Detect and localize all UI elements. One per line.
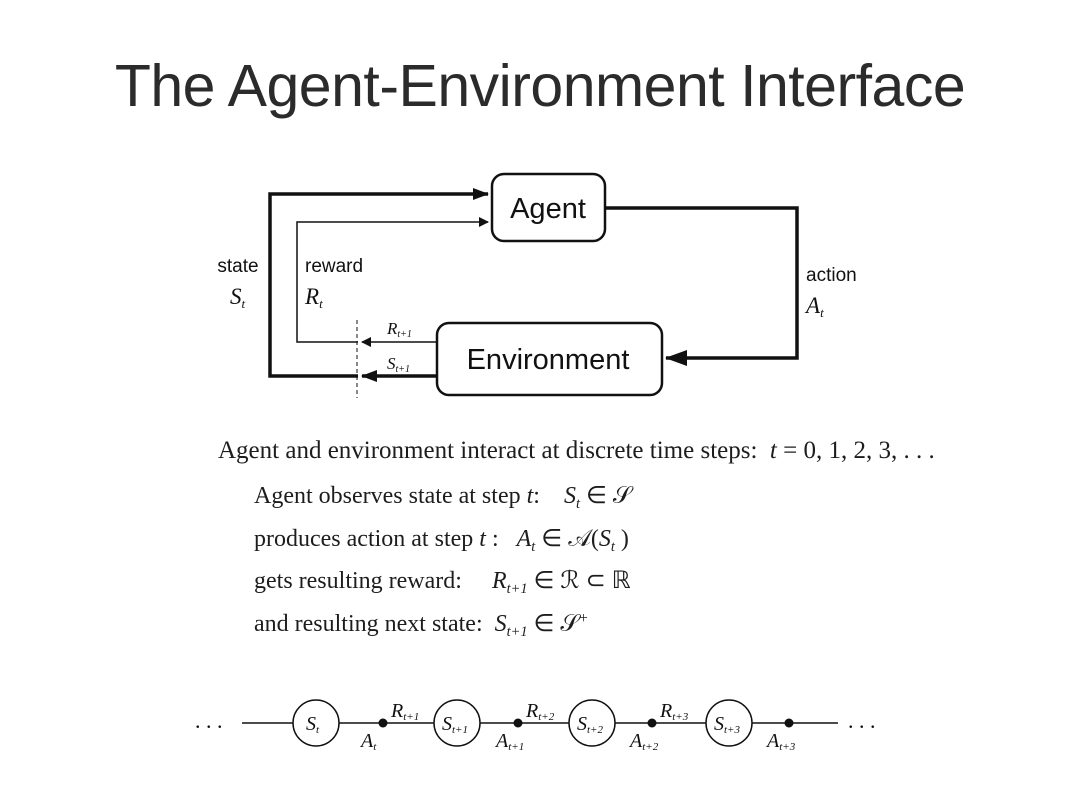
intro-line: Agent and environment interact at discre… <box>218 437 935 464</box>
reward-line: gets resulting reward: Rt+1 ∈ ℛ ⊂ ℝ <box>254 568 631 598</box>
ellipsis-left: . . . <box>195 708 223 733</box>
action-arrow <box>605 206 799 366</box>
state-node-label: St <box>306 713 320 736</box>
reward-node-label: Rt+2 <box>525 700 555 723</box>
action-node <box>784 718 794 728</box>
trajectory-timeline: . . . . . . St St+1 St+2 St+3At Rt+1At+1Rt+2… <box>195 699 876 753</box>
state-var: St <box>230 284 246 311</box>
next-state-var: St+1 <box>387 354 410 375</box>
state-node-label: St+3 <box>714 713 740 736</box>
slide-title: The Agent-Environment Interface <box>114 53 966 119</box>
reward-var: Rt <box>304 284 323 311</box>
action-node-label: At <box>359 730 377 753</box>
state-label: state <box>217 256 258 277</box>
reward-label: reward <box>305 256 363 277</box>
next-state-line: and resulting next state: St+1 ∈ 𝒮+ <box>254 610 588 641</box>
observe-line: Agent observes state at step t: St ∈ 𝒮 <box>254 483 632 513</box>
action-node-label: At+2 <box>628 730 659 753</box>
state-node <box>433 699 481 747</box>
state-node-label: St+2 <box>577 713 603 736</box>
environment-label: Environment <box>467 344 630 376</box>
next-reward-var: Rt+1 <box>386 319 412 340</box>
action-node <box>513 718 523 728</box>
state-node <box>568 699 616 747</box>
action-line: produces action at step t : At ∈ 𝒜(St ) <box>254 526 629 556</box>
action-node-label: At+3 <box>765 730 796 753</box>
reward-node-label: Rt+3 <box>659 700 689 723</box>
state-arrow <box>268 188 489 378</box>
state-node <box>292 699 340 747</box>
action-label: action <box>806 265 857 286</box>
agent-box: Agent <box>490 172 607 243</box>
reward-node-label: Rt+1 <box>390 700 419 723</box>
agent-label: Agent <box>510 193 586 225</box>
action-node-label: At+1 <box>494 730 524 753</box>
environment-box: Environment <box>435 321 664 397</box>
action-node <box>378 718 388 728</box>
state-node <box>705 699 753 747</box>
action-node <box>647 718 657 728</box>
ellipsis-right: . . . <box>848 708 876 733</box>
state-node-label: St+1 <box>442 713 468 736</box>
action-var: At <box>804 293 824 320</box>
reward-arrow <box>296 217 489 343</box>
